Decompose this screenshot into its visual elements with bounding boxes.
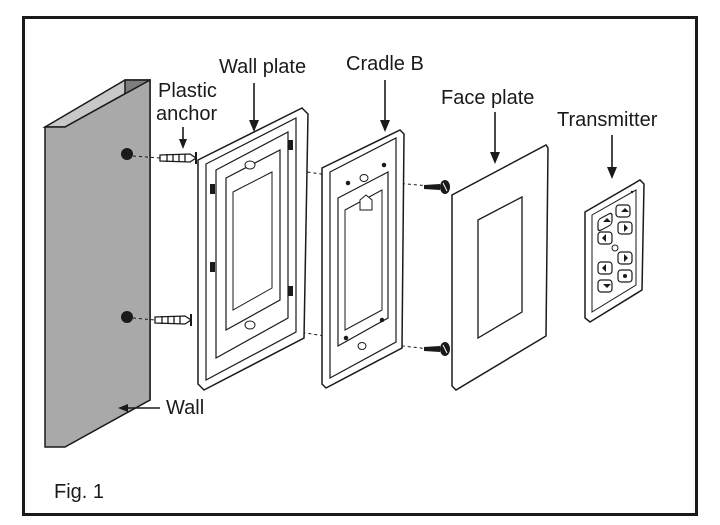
wall [42,78,151,448]
figure-frame [22,16,698,516]
screw-bottom [424,342,450,356]
wall-hole-bottom [121,311,133,323]
wall-hole-top [121,148,133,160]
plastic-anchor-bottom [154,314,193,326]
wall-label: Wall [166,397,205,419]
face-plate [451,144,549,391]
wall-plate-label: Wall plate [219,56,307,78]
figure-caption: Fig. 1 [54,481,105,503]
cradle-house-icon [359,194,373,211]
cradle-b-label: Cradle B [346,53,424,75]
transmitter [584,179,645,323]
wall-front-face [44,78,151,448]
screw-top [424,180,450,194]
leader-lines [118,80,617,412]
wall-plate [197,107,309,391]
plastic-label: Plastic [158,80,217,102]
transmitter-label: Transmitter [557,109,658,131]
face-plate-label: Face plate [441,87,535,109]
cradle-b [321,129,405,389]
anchor-label: anchor [156,103,218,125]
plastic-anchor-top [159,152,198,164]
